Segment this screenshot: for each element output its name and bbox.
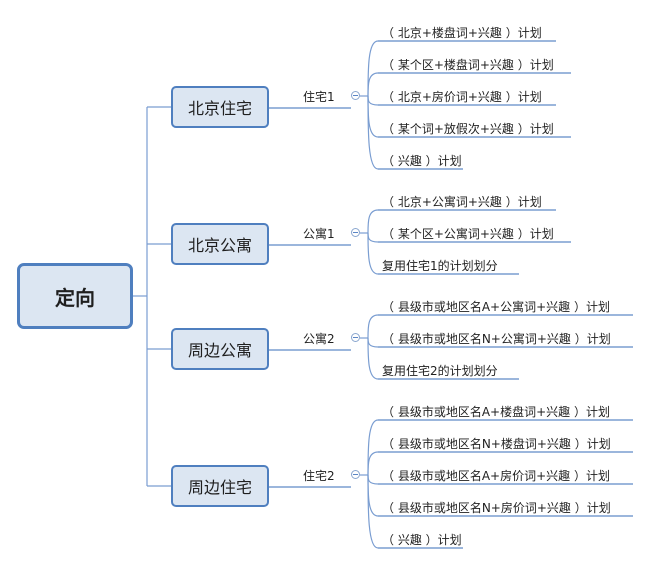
connector-line (367, 474, 379, 485)
branch-node-suburb-residential[interactable]: 周边住宅 (171, 465, 269, 507)
sub-node-apartment-2[interactable]: 公寓2 (303, 332, 335, 346)
leaf-node[interactable]: （ 北京+房价词+兴趣 ）计划 (382, 90, 542, 104)
connector-line (367, 419, 379, 476)
connector-line (367, 40, 379, 97)
sub-node-residential-2[interactable]: 住宅2 (303, 469, 335, 483)
leaf-node[interactable]: （ 县级市或地区名A+公寓词+兴趣 ）计划 (382, 300, 610, 314)
connector-line (367, 314, 379, 339)
leaf-node[interactable]: （ 兴趣 ）计划 (382, 154, 462, 168)
connector-line (367, 337, 379, 348)
leaf-node[interactable]: 复用住宅2的计划划分 (382, 364, 498, 378)
branch-node-beijing-apartment[interactable]: 北京公寓 (171, 223, 269, 265)
connector-line (367, 95, 379, 170)
leaf-node[interactable]: （ 县级市或地区名A+楼盘词+兴趣 ）计划 (382, 405, 610, 419)
connector-line (367, 337, 379, 380)
connector-line (367, 451, 379, 476)
leaf-node[interactable]: （ 县级市或地区名N+楼盘词+兴趣 ）计划 (382, 437, 611, 451)
collapse-icon[interactable] (351, 470, 360, 479)
branch-node-beijing-residential[interactable]: 北京住宅 (171, 86, 269, 128)
leaf-node[interactable]: （ 县级市或地区名N+公寓词+兴趣 ）计划 (382, 332, 611, 346)
sub-node-residential-1[interactable]: 住宅1 (303, 90, 335, 104)
root-node[interactable]: 定向 (17, 263, 133, 329)
collapse-icon[interactable] (351, 91, 360, 100)
leaf-node[interactable]: （ 某个词+放假次+兴趣 ）计划 (382, 122, 554, 136)
connector-line (367, 474, 379, 549)
connector-line (367, 72, 379, 97)
collapse-icon[interactable] (351, 333, 360, 342)
leaf-node[interactable]: （ 兴趣 ）计划 (382, 533, 462, 547)
leaf-node[interactable]: （ 北京+楼盘词+兴趣 ）计划 (382, 26, 542, 40)
sub-node-apartment-1[interactable]: 公寓1 (303, 227, 335, 241)
connector-line (367, 95, 379, 106)
leaf-node[interactable]: （ 县级市或地区名A+房价词+兴趣 ）计划 (382, 469, 610, 483)
connector-line (367, 232, 379, 243)
collapse-icon[interactable] (351, 228, 360, 237)
leaf-node[interactable]: （ 某个区+楼盘词+兴趣 ）计划 (382, 58, 554, 72)
connector-line (367, 232, 379, 275)
leaf-node[interactable]: （ 某个区+公寓词+兴趣 ）计划 (382, 227, 554, 241)
leaf-node[interactable]: （ 北京+公寓词+兴趣 ）计划 (382, 195, 542, 209)
leaf-node[interactable]: 复用住宅1的计划划分 (382, 259, 498, 273)
leaf-node[interactable]: （ 县级市或地区名N+房价词+兴趣 ）计划 (382, 501, 611, 515)
connector-line (367, 209, 379, 234)
branch-node-suburb-apartment[interactable]: 周边公寓 (171, 328, 269, 370)
